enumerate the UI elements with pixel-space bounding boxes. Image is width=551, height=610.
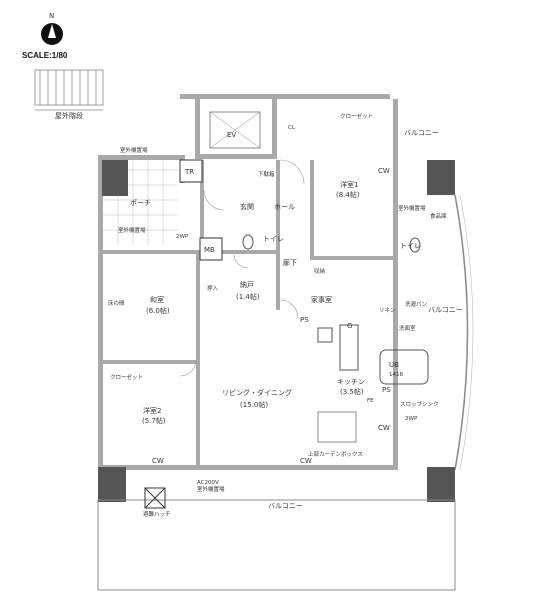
storage-name: 納戸 bbox=[240, 280, 254, 289]
dining-table bbox=[317, 411, 357, 443]
bottom-balcony-rail bbox=[97, 499, 456, 591]
western2-size: (5.7帖) bbox=[142, 416, 166, 425]
ub-label: UB bbox=[389, 361, 399, 369]
toilet2-label: トイレ bbox=[400, 242, 421, 250]
western2-name: 洋室2 bbox=[143, 406, 161, 415]
tokonoma-label: 床の間 bbox=[108, 299, 125, 307]
unit-area-bottom-label: 室外機置場 bbox=[197, 485, 225, 493]
cw1-label: CW bbox=[378, 167, 390, 175]
cl-label: CL bbox=[288, 125, 296, 131]
north-label: N bbox=[49, 12, 54, 20]
ps2-label: PS bbox=[382, 386, 391, 394]
north-arrow-pointer-icon bbox=[48, 24, 56, 38]
oshiire-label: 押入 bbox=[207, 284, 219, 292]
slop-sink-label: スロップシンク bbox=[400, 401, 439, 408]
cw3-label: CW bbox=[378, 424, 390, 432]
exterior-stairs bbox=[34, 69, 104, 111]
fe-label: FE bbox=[367, 398, 374, 404]
western1-size: (8.4帖) bbox=[336, 190, 360, 199]
balcony-right-label: バルコニー bbox=[428, 306, 463, 314]
washitsu-name: 和室 bbox=[150, 295, 164, 304]
balcony-bottom-label: バルコニー bbox=[268, 502, 303, 510]
stove bbox=[317, 327, 333, 343]
ub-size-label: 1418 bbox=[389, 372, 403, 378]
door-swings bbox=[179, 159, 305, 377]
compass: N SCALE:1/80 bbox=[22, 12, 68, 60]
entrance-label: 玄関 bbox=[240, 202, 254, 211]
western1-name: 洋室1 bbox=[340, 180, 358, 189]
cw2-label: CW bbox=[152, 457, 164, 465]
washitsu-size: (6.0帖) bbox=[146, 306, 170, 315]
cw4-label: CW bbox=[300, 457, 312, 465]
ev-label: EV bbox=[227, 131, 236, 139]
closet-top-label: クローゼット bbox=[340, 112, 373, 120]
laundry-label: 洗濯パン bbox=[405, 300, 428, 308]
toilet1-label: トイレ bbox=[263, 235, 284, 243]
ac-note-label: AC200V bbox=[197, 480, 219, 486]
gas-label: G bbox=[347, 322, 352, 330]
living-size: (15.0帖) bbox=[240, 400, 268, 409]
balcony-top-label: バルコニー bbox=[404, 129, 439, 137]
pillars bbox=[98, 160, 455, 502]
washroom-label: 洗面室 bbox=[399, 324, 416, 332]
evac-hatch-label: 避難ハッチ bbox=[143, 510, 171, 518]
closet-mid-label: クローゼット bbox=[110, 373, 143, 381]
mb-box bbox=[199, 237, 223, 261]
scale-label: SCALE:1/80 bbox=[22, 51, 68, 60]
corridor-label: 廊下 bbox=[283, 258, 297, 267]
housework-label: 家事室 bbox=[311, 295, 332, 304]
linen-label: リネン bbox=[379, 307, 396, 314]
shelf-label: 収納 bbox=[314, 267, 326, 275]
unit-area-right-label: 室外機置場 bbox=[398, 204, 426, 212]
kitchen-name: キッチン bbox=[337, 378, 365, 386]
unit-area-top-label: 室外機置場 bbox=[120, 146, 148, 154]
right-balcony-rail bbox=[454, 194, 469, 471]
ub-tub bbox=[379, 349, 429, 385]
wp-left-label: 2WP bbox=[176, 234, 189, 240]
porch-label: ポーチ bbox=[130, 199, 151, 207]
living-name: リビング・ダイニング bbox=[222, 388, 292, 397]
curtain-box-label: 上部カーテンボックス bbox=[308, 450, 363, 458]
storage-size: (1.4帖) bbox=[236, 292, 260, 301]
shoebox-label: 下駄箱 bbox=[258, 170, 275, 178]
kitchen-island bbox=[339, 324, 359, 371]
tr-label: TR bbox=[184, 168, 194, 176]
mb-label: MB bbox=[204, 246, 215, 254]
ev-box bbox=[209, 111, 261, 149]
toilet-bowl-1 bbox=[242, 234, 254, 250]
pantry-label: 食品庫 bbox=[430, 212, 447, 220]
ps1-label: PS bbox=[300, 316, 309, 324]
unit-area-mid-label: 室外機置場 bbox=[118, 226, 146, 234]
kitchen-size: (3.5帖) bbox=[340, 387, 364, 396]
evac-hatch bbox=[144, 487, 166, 509]
stairs-label: 屋外階段 bbox=[55, 111, 83, 120]
wp-right-label: 2WP bbox=[405, 416, 418, 422]
hall-label: ホール bbox=[274, 203, 295, 211]
tr-box bbox=[179, 159, 203, 183]
toilet-bowl-2 bbox=[409, 237, 421, 253]
